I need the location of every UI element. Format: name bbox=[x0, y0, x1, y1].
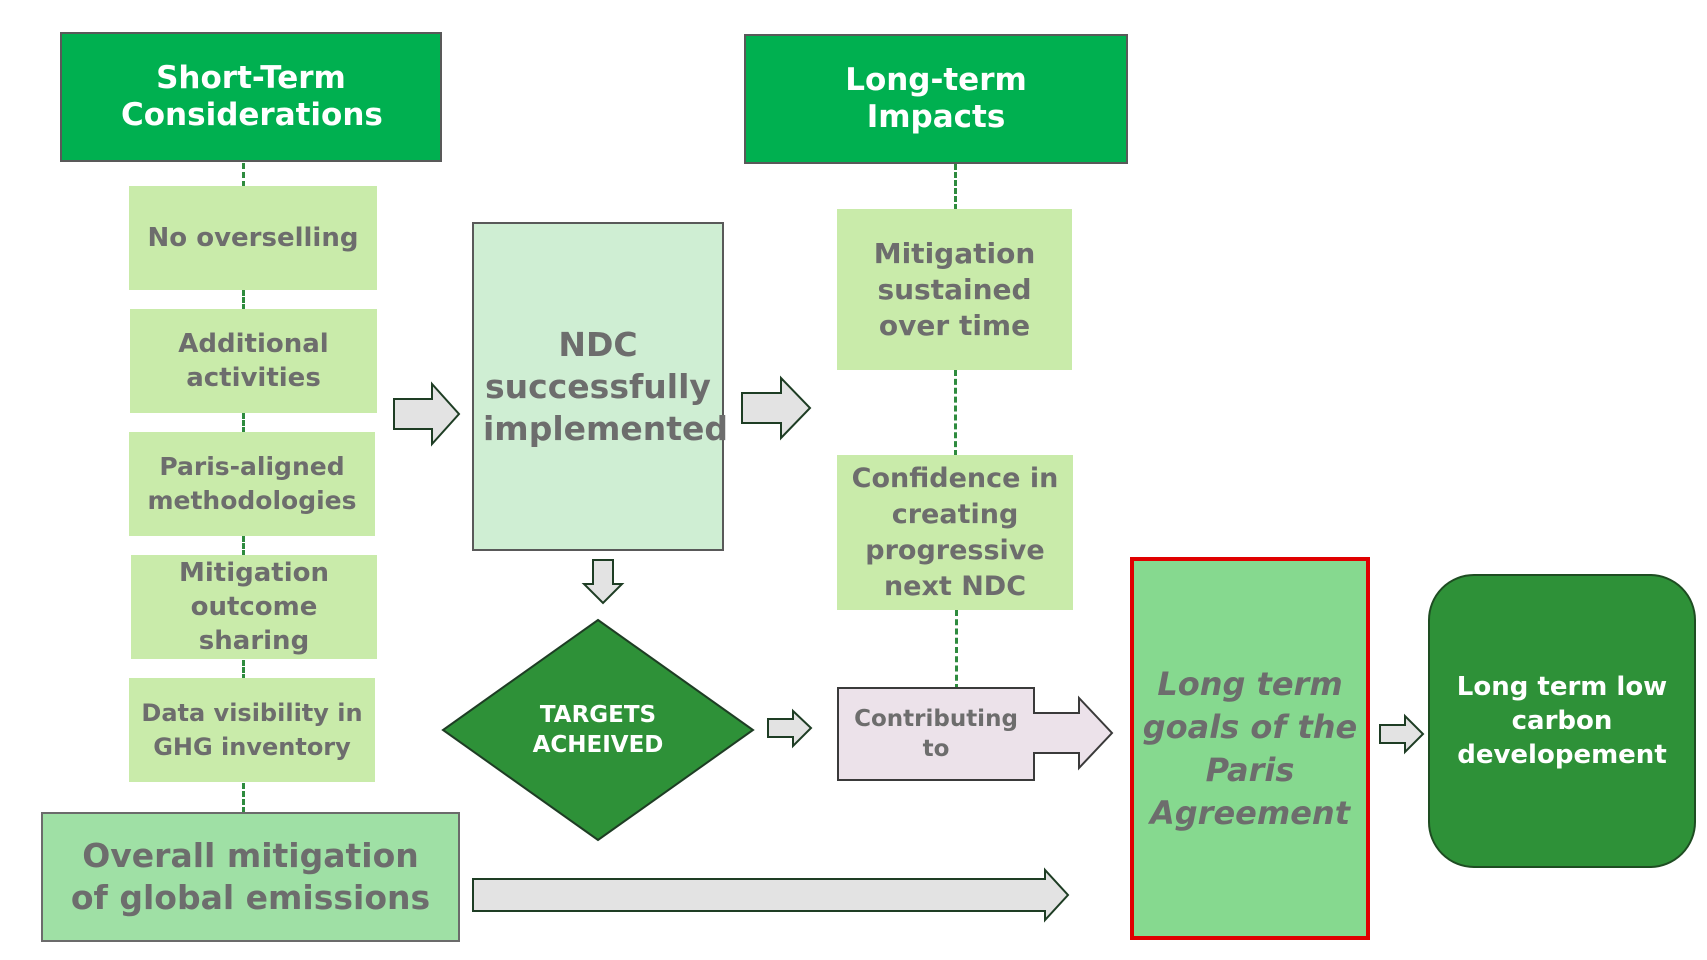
short-term-item: Mitigation outcome sharing bbox=[131, 555, 377, 659]
long-term-header: Long-term Impacts bbox=[744, 34, 1128, 164]
arrow-right-long-icon bbox=[472, 867, 1070, 923]
short-term-item: Data visibility in GHG inventory bbox=[129, 678, 375, 782]
short-term-item-label: Additional activities bbox=[178, 329, 329, 393]
low-carbon-outcome-box: Long term low carbon developement bbox=[1428, 574, 1696, 868]
paris-goals-label: Long term goals of the Paris Agreement bbox=[1142, 664, 1358, 832]
long-term-item-label: Confidence in creating progressive next … bbox=[851, 462, 1059, 602]
overall-mitigation-box: Overall mitigation of global emissions bbox=[41, 812, 460, 942]
ndc-box: NDC successfully implemented bbox=[472, 222, 729, 551]
paris-goals-box: Long term goals of the Paris Agreement bbox=[1130, 557, 1370, 940]
long-term-item: Confidence in creating progressive next … bbox=[837, 455, 1073, 610]
connector-dashed bbox=[242, 413, 245, 433]
short-term-header-label: Short-Term Considerations bbox=[121, 60, 383, 133]
short-term-item: Additional activities bbox=[130, 309, 377, 413]
contributing-label: Contributing to bbox=[854, 706, 1018, 762]
long-term-header-label: Long-term Impacts bbox=[845, 62, 1027, 135]
connector-dashed bbox=[242, 783, 245, 813]
long-term-item: Mitigation sustained over time bbox=[837, 209, 1072, 370]
long-term-item-label: Mitigation sustained over time bbox=[873, 236, 1036, 342]
contributing-box: Contributing to bbox=[838, 688, 1034, 780]
connector-dashed bbox=[242, 290, 245, 310]
arrow-right-icon bbox=[767, 708, 813, 749]
short-term-item-label: Mitigation outcome sharing bbox=[179, 558, 329, 656]
low-carbon-outcome-label: Long term low carbon developement bbox=[1456, 672, 1668, 770]
ndc-label: NDC successfully implemented bbox=[483, 324, 729, 448]
contributing-arrow-shape bbox=[837, 687, 1114, 781]
short-term-item-label: Paris-aligned methodologies bbox=[147, 452, 357, 515]
short-term-item: Paris-aligned methodologies bbox=[129, 432, 375, 536]
overall-mitigation-label: Overall mitigation of global emissions bbox=[70, 836, 431, 917]
short-term-item: No overselling bbox=[129, 186, 377, 290]
decision-diamond bbox=[441, 618, 755, 842]
connector-dashed bbox=[954, 370, 957, 456]
connector-dashed bbox=[955, 610, 958, 690]
short-term-header: Short-Term Considerations bbox=[60, 32, 442, 162]
connector-dashed bbox=[242, 163, 245, 187]
arrow-right-icon bbox=[741, 375, 812, 441]
short-term-item-label: No overselling bbox=[147, 223, 359, 253]
connector-dashed bbox=[242, 536, 245, 556]
arrow-right-icon bbox=[393, 381, 461, 447]
connector-dashed bbox=[242, 660, 245, 680]
arrow-right-icon bbox=[1379, 713, 1425, 755]
connector-dashed bbox=[954, 164, 957, 210]
decision-label: TARGETS ACHEIVED bbox=[532, 702, 664, 758]
arrow-down-icon bbox=[581, 559, 625, 605]
short-term-item-label: Data visibility in GHG inventory bbox=[141, 699, 363, 761]
